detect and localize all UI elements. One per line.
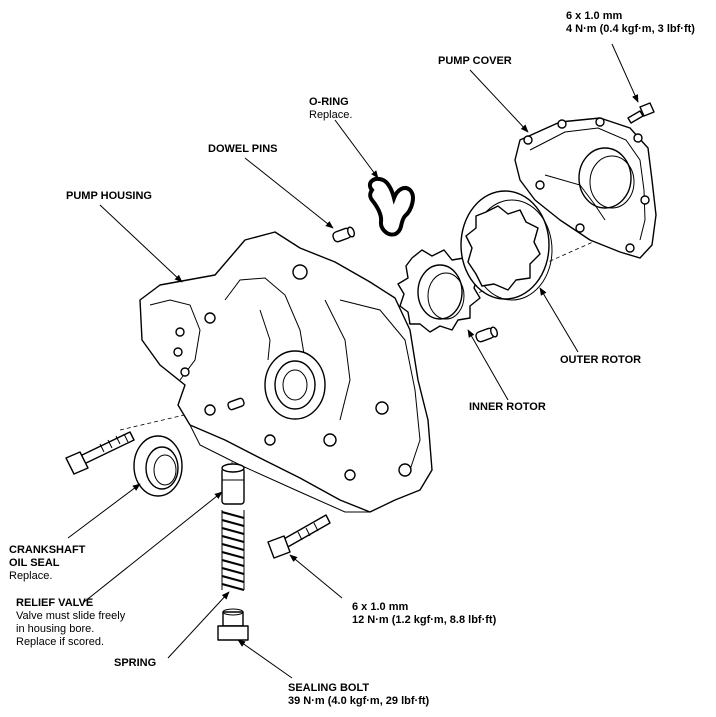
leader-lines	[67, 43, 639, 679]
sealing-bolt-title: SEALING BOLT	[288, 682, 370, 694]
spring-label: SPRING	[114, 657, 156, 670]
outer-rotor-label: OUTER ROTOR	[560, 354, 641, 367]
relief-valve-note-3: Replace if scored.	[16, 636, 105, 648]
crankshaft-seal-title-2: OIL SEAL	[9, 557, 60, 569]
dowel-pin-upper	[332, 226, 355, 243]
pump-cover-title: PUMP COVER	[438, 55, 512, 67]
dowel-pins-label: DOWEL PINS	[208, 143, 277, 156]
cover-bolt-torque: 4 N·m (0.4 kgf·m, 3 lbf·ft)	[566, 23, 695, 35]
cover-bolt	[627, 102, 655, 124]
housing-bolt-label: 6 x 1.0 mm 12 N·m (1.2 kgf·m, 8.8 lbf·ft…	[352, 601, 496, 627]
relief-valve-note-2: in housing bore.	[16, 623, 95, 635]
sealing-bolt	[217, 608, 249, 641]
relief-valve-note-1: Valve must slide freely	[16, 610, 126, 622]
pump-housing-title: PUMP HOUSING	[66, 190, 152, 202]
inner-rotor-title: INNER ROTOR	[469, 401, 546, 413]
o-ring-note: Replace.	[309, 109, 353, 121]
inner-rotor	[397, 249, 481, 333]
inner-rotor-label: INNER ROTOR	[469, 401, 546, 414]
cover-bolt-label: 6 x 1.0 mm 4 N·m (0.4 kgf·m, 3 lbf·ft)	[566, 10, 695, 36]
relief-valve	[221, 463, 245, 505]
relief-valve-label: RELIEF VALVE Valve must slide freely in …	[16, 597, 125, 649]
housing-bolt-torque: 12 N·m (1.2 kgf·m, 8.8 lbf·ft)	[352, 614, 497, 626]
spring	[221, 510, 245, 592]
housing-bolt-left	[65, 431, 135, 475]
o-ring	[367, 176, 415, 237]
spring-title: SPRING	[114, 657, 157, 669]
housing-bolt-bottom	[267, 514, 331, 559]
pump-cover	[514, 117, 657, 259]
outer-rotor	[460, 190, 553, 301]
dowel-pin-lower	[475, 326, 498, 343]
pump-cover-label: PUMP COVER	[438, 55, 512, 68]
outer-rotor-title: OUTER ROTOR	[560, 354, 642, 366]
sealing-bolt-label: SEALING BOLT 39 N·m (4.0 kgf·m, 29 lbf·f…	[288, 682, 429, 708]
dowel-pins-title: DOWEL PINS	[208, 143, 278, 155]
relief-valve-title: RELIEF VALVE	[16, 597, 94, 609]
sealing-bolt-torque: 39 N·m (4.0 kgf·m, 29 lbf·ft)	[288, 695, 430, 707]
crankshaft-seal-label: CRANKSHAFT OIL SEAL Replace.	[9, 544, 85, 583]
housing-bolt-spec: 6 x 1.0 mm	[352, 601, 409, 613]
pump-housing-label: PUMP HOUSING	[66, 190, 152, 203]
cover-bolt-spec: 6 x 1.0 mm	[566, 10, 623, 22]
o-ring-label: O-RING Replace.	[309, 96, 352, 122]
housing-dowel-pin	[227, 397, 245, 411]
crankshaft-seal-note: Replace.	[9, 570, 53, 582]
o-ring-title: O-RING	[309, 96, 349, 108]
pump-housing	[139, 231, 433, 513]
crankshaft-oil-seal	[133, 435, 183, 497]
crankshaft-seal-title-1: CRANKSHAFT	[9, 544, 86, 556]
